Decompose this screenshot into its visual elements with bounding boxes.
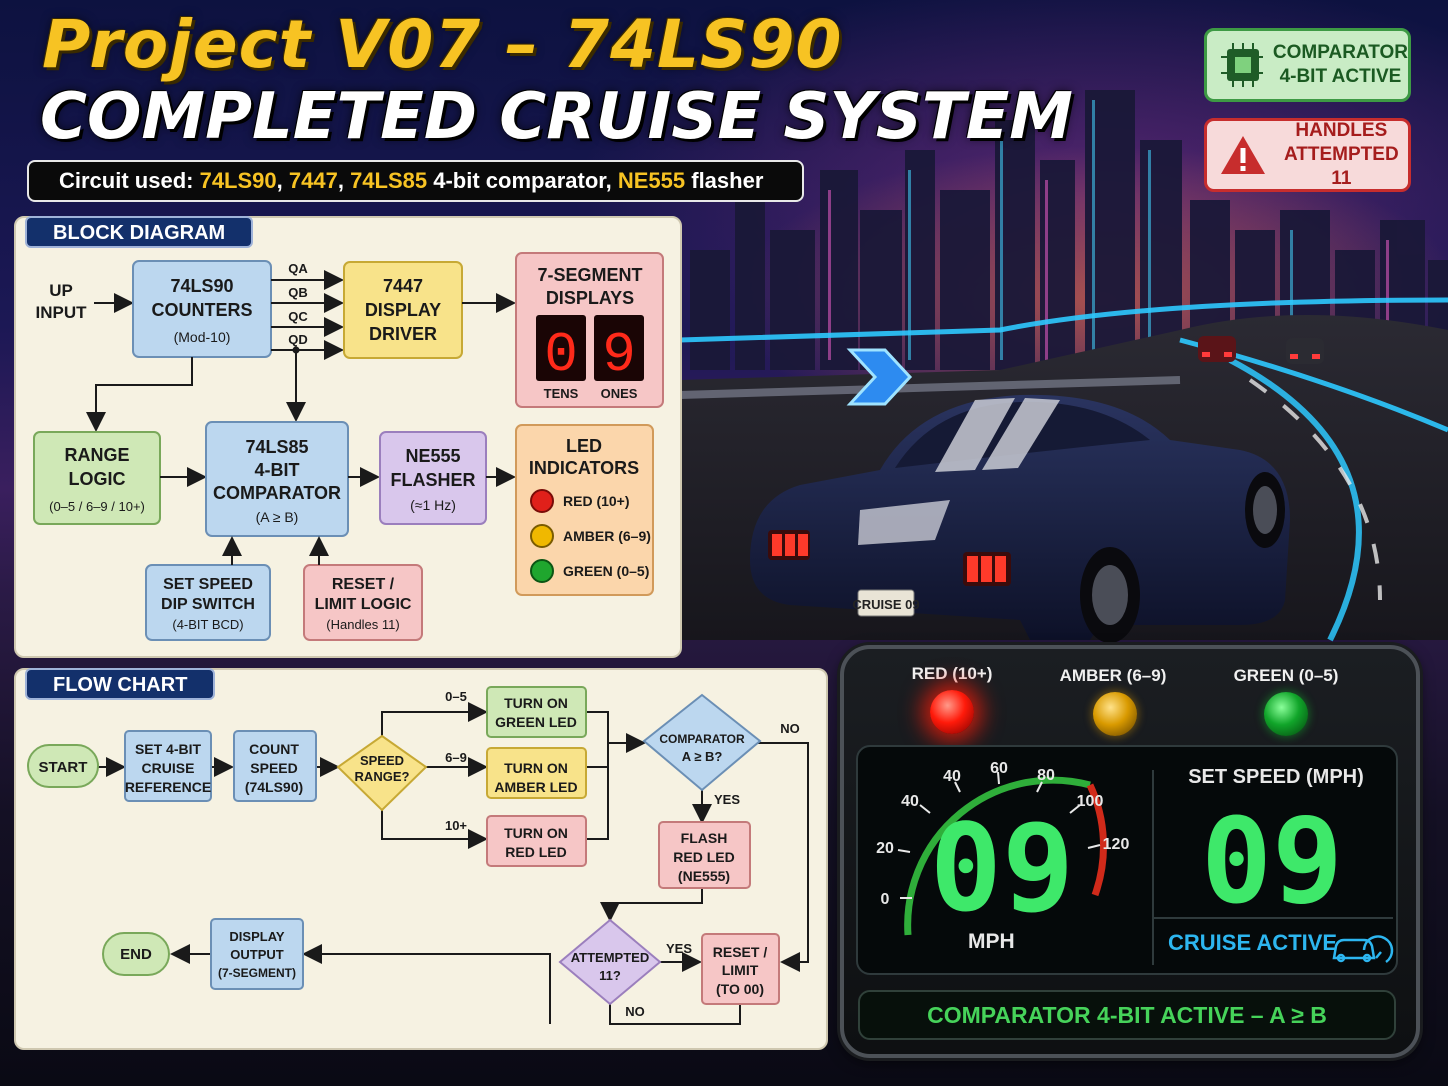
- red-lamp-label: RED (10+): [911, 664, 993, 683]
- handles-attempted-badge: HANDLES ATTEMPTED 11: [1204, 118, 1411, 192]
- comparator-status-bar: COMPARATOR 4-BIT ACTIVE – A ≥ B: [858, 990, 1396, 1040]
- separator: ,: [276, 168, 289, 193]
- chip-7447: 7447: [288, 168, 338, 193]
- amber-lamp-label: AMBER (6–9): [1059, 666, 1167, 685]
- amber-lamp-icon: [1093, 692, 1137, 736]
- comparator-active-badge: COMPARATOR 4-BIT ACTIVE: [1204, 28, 1411, 102]
- flow-chart-tab: FLOW CHART: [25, 668, 216, 700]
- flasher-text: flasher: [685, 168, 764, 193]
- separator: ,: [337, 168, 351, 193]
- chip-ne555: NE555: [617, 168, 686, 193]
- circuit-used-bar: Circuit used: 74LS90, 7447, 74LS85 4-bit…: [27, 160, 804, 202]
- speed-unit-label: MPH: [968, 930, 1015, 953]
- comparator-text: 4-bit comparator,: [427, 168, 618, 193]
- page-title-line1: Project V07 – 74LS90: [42, 6, 843, 83]
- license-plate: CRUISE 09: [852, 597, 919, 612]
- badge-handles-line2: ATTEMPTED 11: [1283, 144, 1399, 189]
- chevron-sign: [846, 348, 913, 406]
- block-diagram-tab: BLOCK DIAGRAM: [25, 216, 254, 248]
- badge-comparator-line1: COMPARATOR: [1272, 42, 1408, 63]
- flow-chart-panel: [14, 668, 828, 1050]
- warning-icon: [1221, 136, 1265, 174]
- badge-comparator-line2: 4-BIT ACTIVE: [1279, 66, 1402, 87]
- badge-handles-line1: HANDLES: [1295, 120, 1388, 141]
- chip-74ls90: 74LS90: [199, 168, 277, 193]
- circuit-prefix: Circuit used:: [59, 168, 200, 193]
- chip-74ls85: 74LS85: [350, 168, 428, 193]
- set-speed-label: SET SPEED (MPH): [1188, 766, 1364, 788]
- chip-icon: [1221, 43, 1263, 87]
- block-diagram-panel: [14, 216, 682, 658]
- cruise-active-status: CRUISE ACTIVE: [1168, 930, 1338, 955]
- green-lamp-label: GREEN (0–5): [1233, 666, 1339, 685]
- muscle-car: [750, 394, 1290, 643]
- page-title-line2: COMPLETED CRUISE SYSTEM: [40, 80, 1073, 154]
- green-lamp-icon: [1264, 692, 1308, 736]
- red-lamp-icon: [930, 690, 974, 734]
